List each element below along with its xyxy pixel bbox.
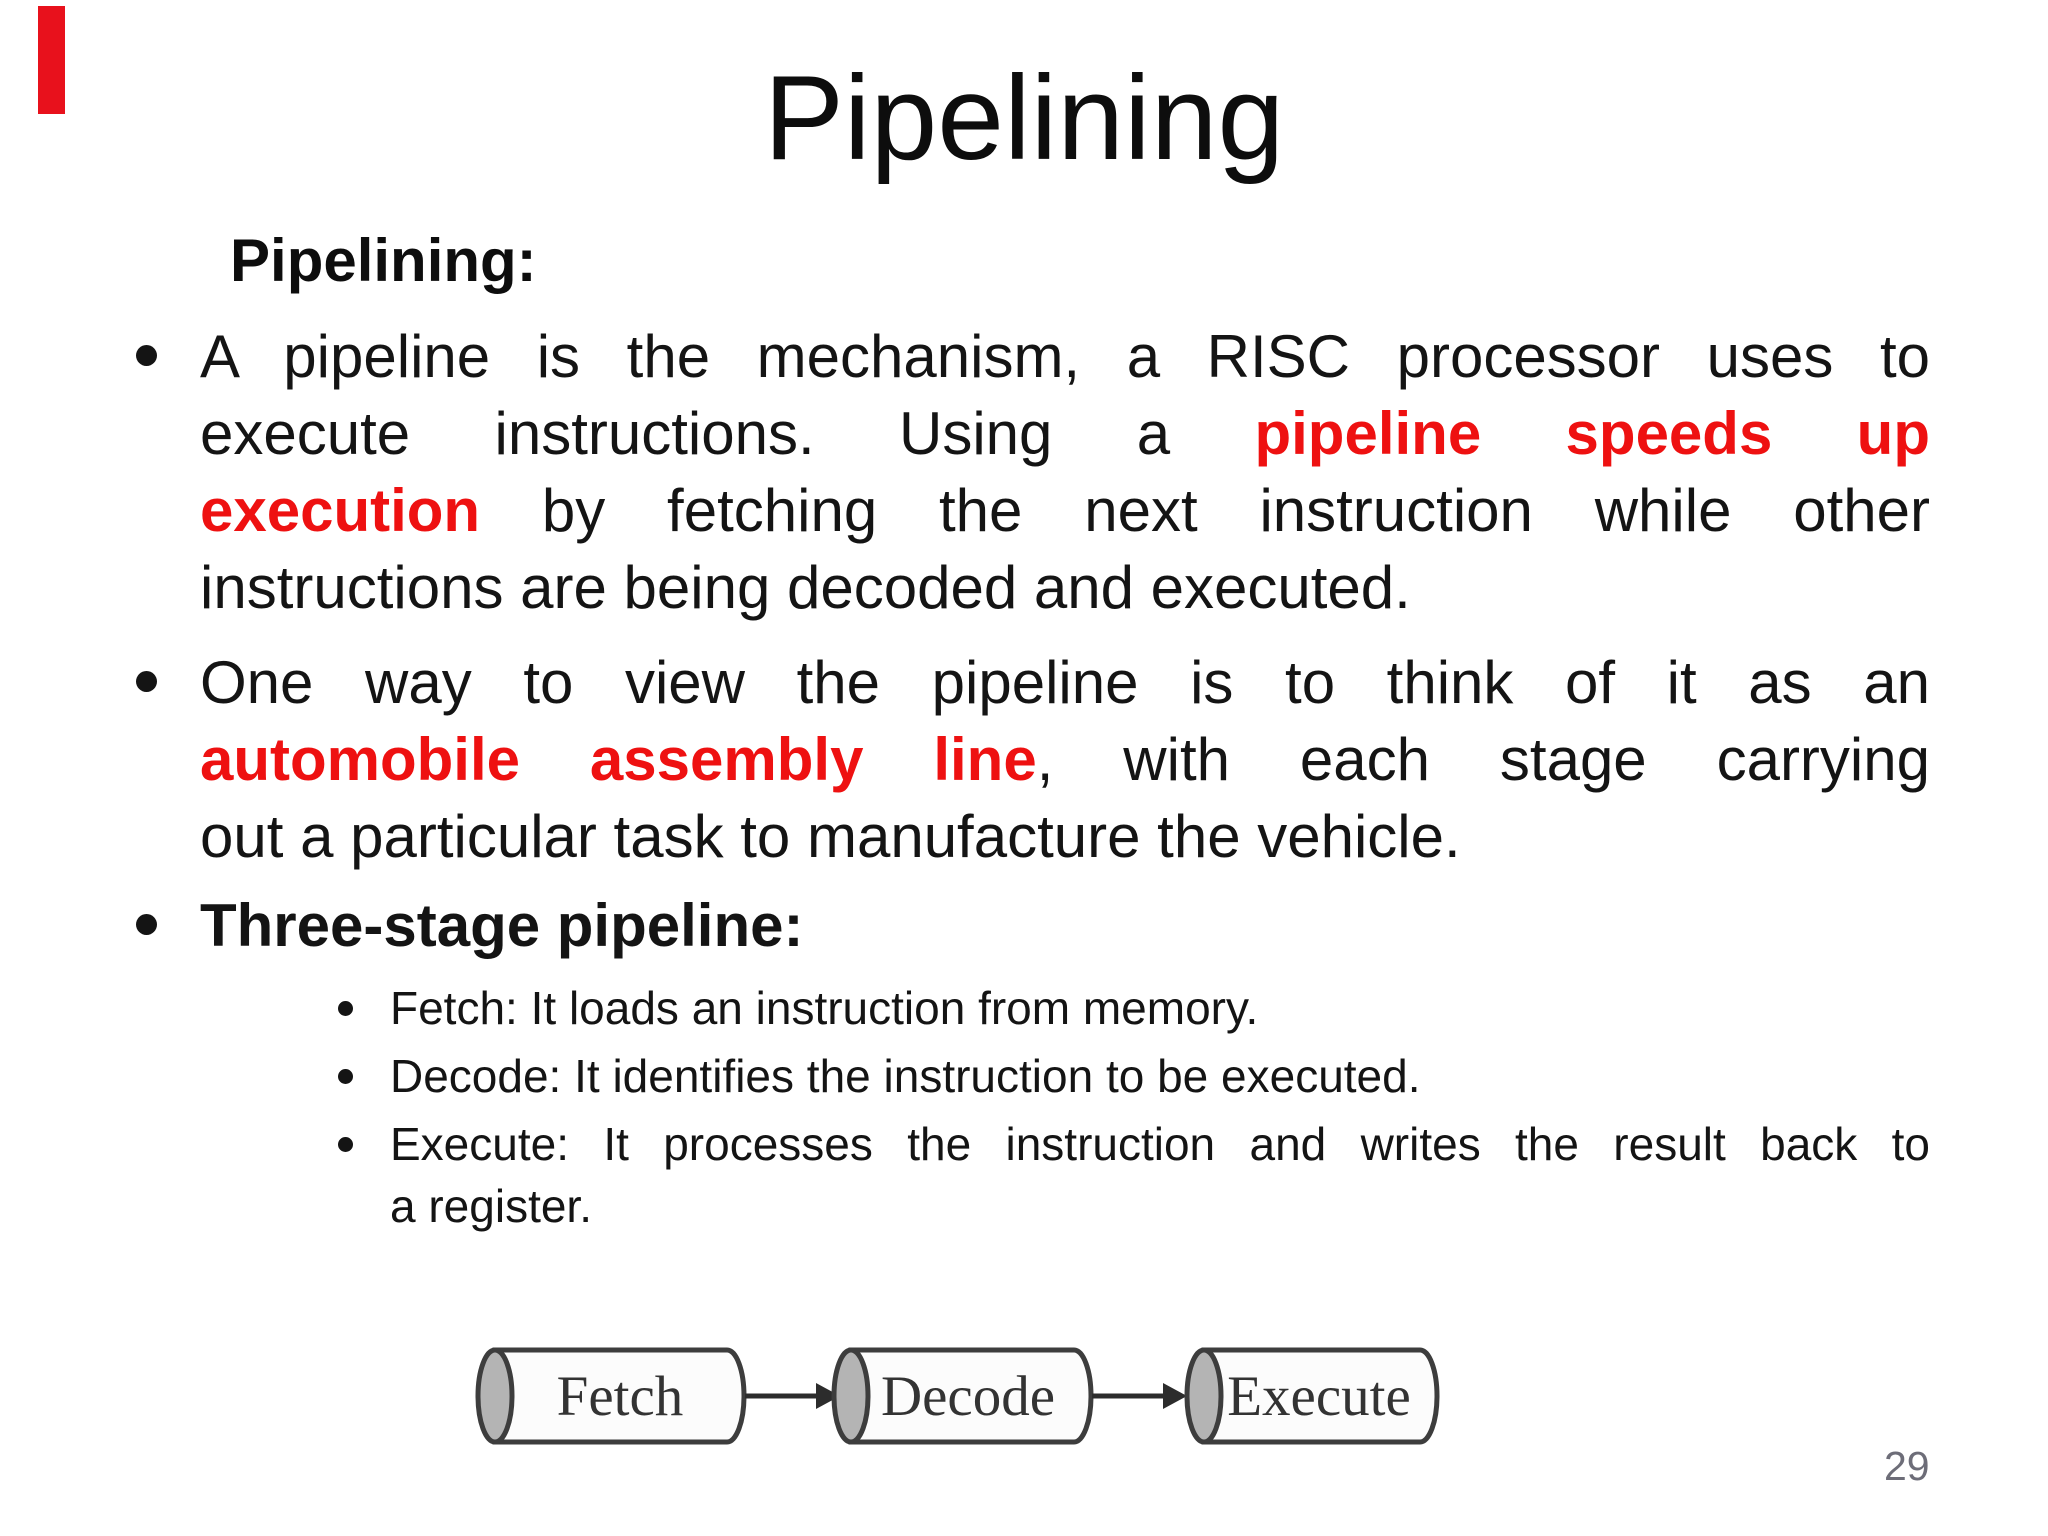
text-line: Decode: It identifies the instruction to… (390, 1045, 1930, 1107)
text-run: Decode: It identifies the instruction to… (390, 1050, 1421, 1102)
text-line: out a particular task to manufacture the… (200, 798, 1930, 875)
slide-title: Pipelining (763, 51, 1285, 185)
decode-cylinder-cap (831, 1347, 871, 1445)
text-run: a register. (390, 1180, 592, 1232)
fetch-cylinder-cap (475, 1347, 515, 1445)
text-run: One way to view the pipeline is to think… (200, 649, 1930, 716)
pipeline-diagram: Fetch Decode Execute (475, 1347, 1440, 1445)
execute-cylinder-cap (1184, 1347, 1224, 1445)
text-run: by fetching the next instruction while o… (480, 477, 1930, 544)
highlighted-text-run: automobile assembly line (200, 726, 1037, 793)
text-line: automobile assembly line, with each stag… (200, 721, 1930, 798)
arrowhead-icon (816, 1383, 840, 1409)
text-line: instructions are being decoded and execu… (200, 549, 1930, 626)
bullet-icon (338, 1001, 353, 1016)
text-line: a register. (390, 1175, 1930, 1237)
text-run: , with each stage carrying (1036, 726, 1930, 793)
bullet-icon (136, 671, 157, 692)
text-line: A pipeline is the mechanism, a RISC proc… (200, 318, 1930, 395)
text-line: execute instructions. Using a pipeline s… (200, 395, 1930, 472)
text-run: instructions are being decoded and execu… (200, 554, 1411, 621)
text-run: out a particular task to manufacture the… (200, 803, 1461, 870)
text-line: Execute: It processes the instruction an… (390, 1113, 1930, 1175)
text-line: Three-stage pipeline: (200, 887, 1930, 964)
bullet-item: Three-stage pipeline: (136, 887, 1930, 964)
sub-bullet-list: Fetch: It loads an instruction from memo… (200, 977, 1930, 1237)
red-accent-bar (38, 6, 65, 114)
highlighted-text-run: pipeline speeds up (1254, 400, 1930, 467)
bullet-icon (338, 1137, 353, 1152)
bullet-icon (136, 345, 157, 366)
text-line: One way to view the pipeline is to think… (200, 644, 1930, 721)
page-number: 29 (1884, 1443, 1930, 1489)
decode-cylinder (848, 1347, 1094, 1445)
sub-bullet-item: Decode: It identifies the instruction to… (338, 1045, 1930, 1107)
execute-stage-label: Execute (1227, 1365, 1411, 1428)
fetch-cylinder (492, 1347, 747, 1445)
sub-bullet-item: Execute: It processes the instruction an… (338, 1113, 1930, 1237)
bullet-item: A pipeline is the mechanism, a RISC proc… (136, 318, 1930, 626)
sub-bullet-item: Fetch: It loads an instruction from memo… (338, 977, 1930, 1039)
text-line: Fetch: It loads an instruction from memo… (390, 977, 1930, 1039)
highlighted-text-run: execution (200, 477, 481, 544)
text-line: execution by fetching the next instructi… (200, 472, 1930, 549)
bullet-icon (338, 1069, 353, 1084)
text-run: A pipeline is the mechanism, a RISC proc… (200, 323, 1930, 390)
bullet-icon (136, 914, 157, 935)
text-run: execute instructions. Using a (200, 400, 1255, 467)
decode-stage-label: Decode (881, 1365, 1055, 1428)
section-heading: Pipelining: (230, 227, 537, 294)
slide-body: A pipeline is the mechanism, a RISC proc… (136, 318, 1930, 1243)
text-run: Three-stage pipeline: (200, 892, 804, 959)
text-run: Execute: It processes the instruction an… (390, 1118, 1930, 1170)
arrowhead-icon (1163, 1383, 1187, 1409)
execute-cylinder (1201, 1347, 1440, 1445)
bullet-item: One way to view the pipeline is to think… (136, 644, 1930, 875)
fetch-stage-label: Fetch (557, 1365, 684, 1428)
text-run: Fetch: It loads an instruction from memo… (390, 982, 1259, 1034)
